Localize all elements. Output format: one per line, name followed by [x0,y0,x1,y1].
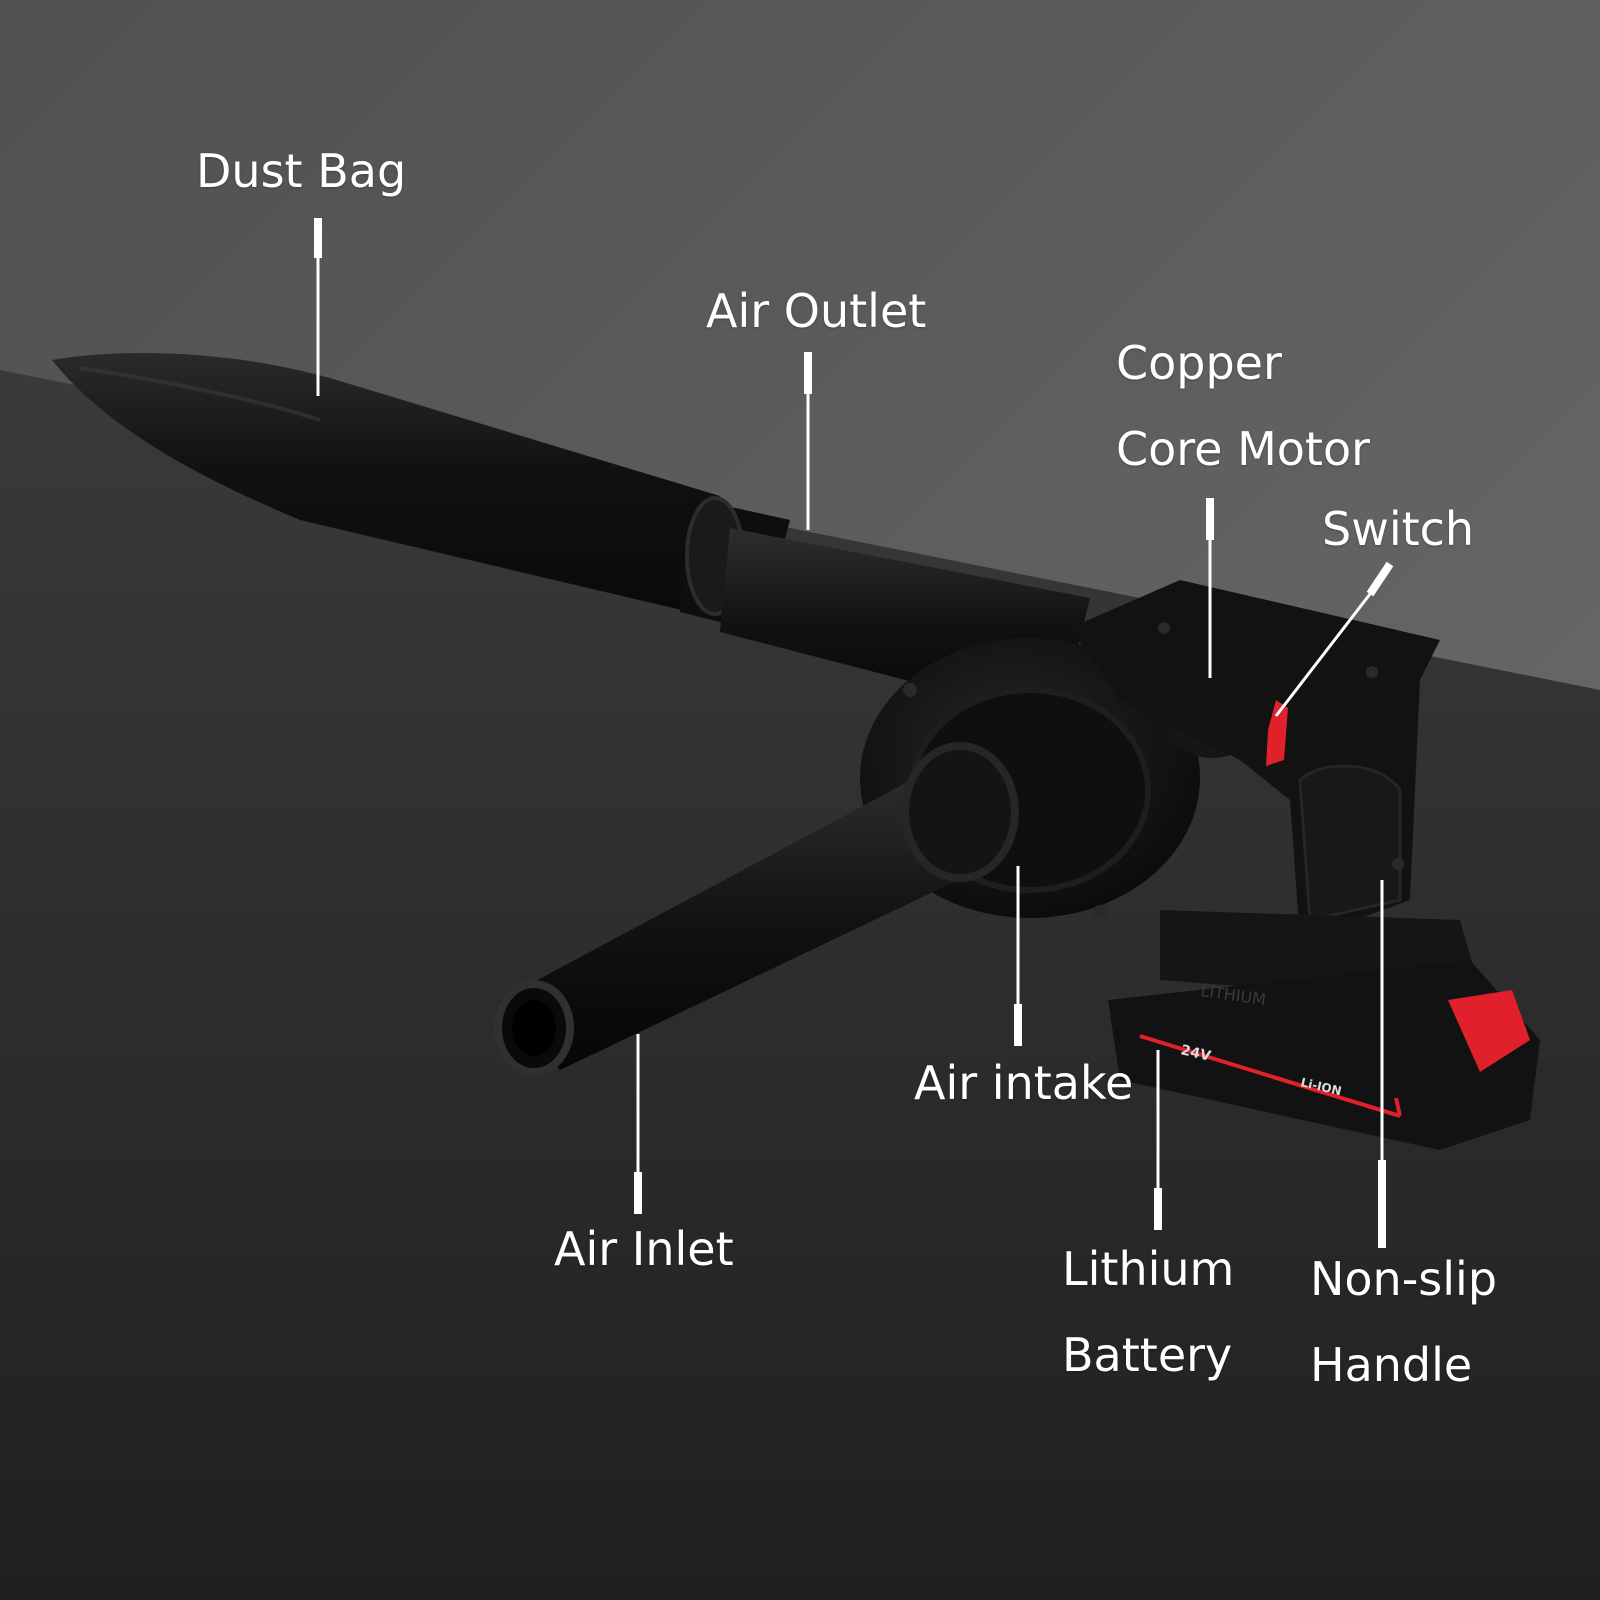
label-motor-line1: Copper [1116,336,1282,390]
label-handle-line2: Handle [1310,1338,1473,1392]
label-air-inlet: Air Inlet [554,1222,734,1276]
label-battery-line1: Lithium [1062,1242,1235,1296]
label-switch: Switch [1322,502,1475,556]
dust-bag-part [52,353,720,612]
label-copper-core-motor: Copper Core Motor [1116,320,1370,492]
label-battery-line2: Battery [1062,1328,1233,1382]
label-air-intake: Air intake [914,1056,1134,1110]
label-lithium-battery: Lithium Battery [1062,1226,1234,1398]
label-motor-line2: Core Motor [1116,422,1371,476]
leader-switch-thin [1274,593,1372,717]
label-handle-line1: Non-slip [1310,1252,1498,1306]
battery-voltage-text: 24V [1179,1042,1212,1064]
leader-switch [1366,561,1394,597]
label-air-outlet: Air Outlet [706,284,927,338]
leader-lines [314,218,1394,1248]
handle-part [1070,580,1440,940]
air-inlet-tube [494,742,1019,1076]
switch-trigger [1266,700,1288,766]
label-non-slip-handle: Non-slip Handle [1310,1236,1497,1408]
label-dust-bag: Dust Bag [196,144,407,198]
battery-part: 24V Li-ION LITHIUM [1108,910,1540,1150]
